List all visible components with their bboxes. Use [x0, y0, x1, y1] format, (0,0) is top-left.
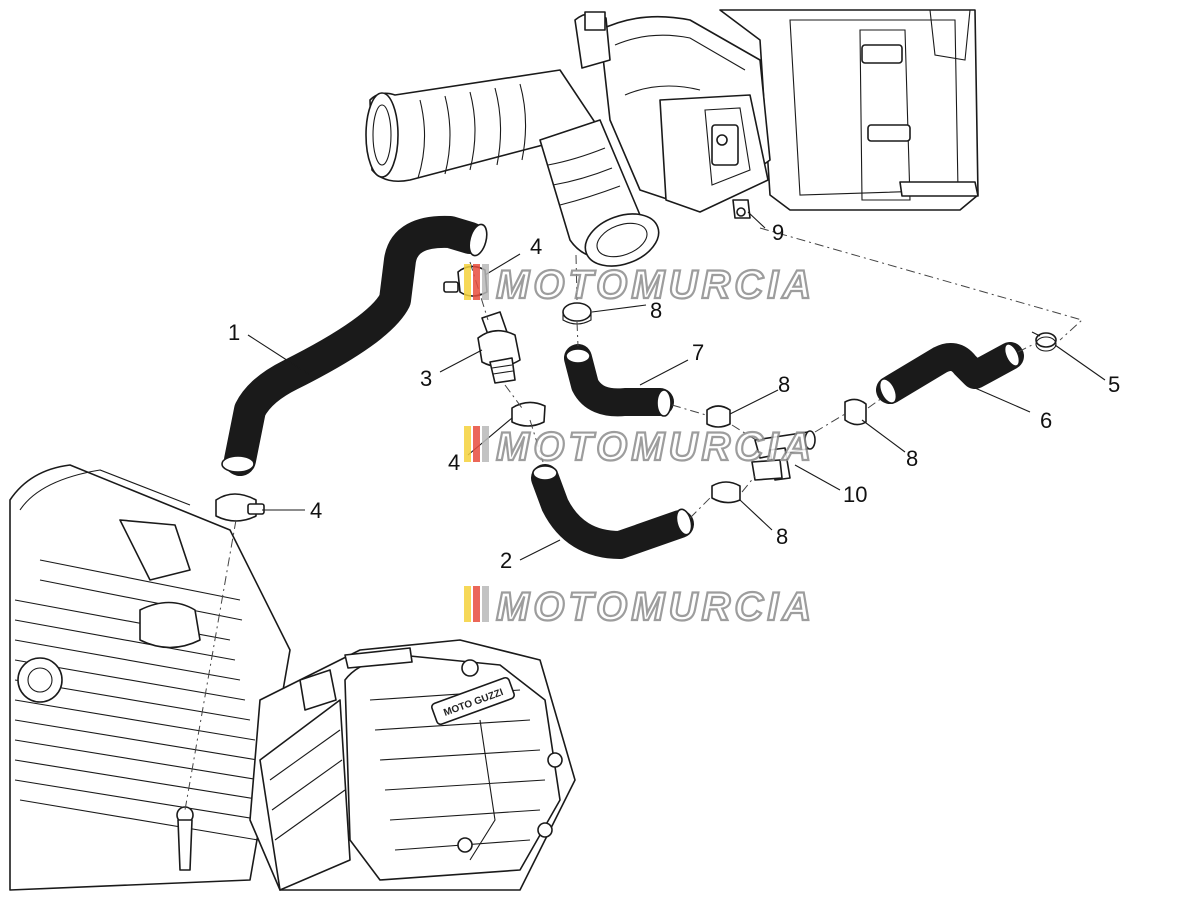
air-box-assembly: [365, 9, 979, 267]
part-8-clamp-lower[interactable]: [711, 481, 741, 504]
guide-line-clamp-8: [671, 404, 707, 416]
guide-line-clamp-5: [1017, 343, 1035, 353]
part-3-valve[interactable]: [477, 311, 521, 384]
callout-5: 5: [1108, 372, 1120, 397]
part-2-curved-hose[interactable]: [531, 464, 694, 559]
guide-line-engine: [184, 519, 237, 811]
watermark-text-top: MOTOMURCIA: [496, 263, 815, 307]
watermark-top: MOTOMURCIA: [464, 262, 815, 308]
guide-line-hose-6: [867, 397, 883, 409]
guide-line-tee-lower: [741, 475, 756, 493]
callout-2: 2: [500, 548, 512, 573]
callout-6: 6: [1040, 408, 1052, 433]
guide-line-throttle: [575, 254, 578, 301]
callout-8-upper: 8: [650, 298, 662, 323]
callout-4-top: 4: [530, 234, 542, 259]
guide-line-hose-2-end: [689, 495, 713, 519]
part-8-clamp-mid[interactable]: [706, 405, 731, 428]
guide-line-hose-2: [529, 419, 544, 463]
watermark-bottom: MOTOMURCIA: [464, 584, 815, 630]
callout-1: 1: [228, 320, 240, 345]
leader-lines: [247, 211, 1106, 561]
part-5-spring-clamp[interactable]: [1031, 331, 1057, 352]
callout-9: 9: [772, 220, 784, 245]
callout-10: 10: [843, 482, 867, 507]
part-4-clamp-bottom[interactable]: [215, 493, 265, 522]
callout-labels: 1 2 3 4 4 4 5 6 7 8 8 8 8 9 10: [228, 220, 1120, 573]
engine-assembly: [9, 464, 576, 891]
callout-4-middle: 4: [448, 450, 460, 475]
guide-line-tee: [731, 424, 757, 441]
part-8-clamp-upper[interactable]: [562, 302, 592, 325]
part-4-clamp-middle[interactable]: [511, 401, 546, 427]
callout-8-right: 8: [906, 446, 918, 471]
watermark-text-middle: MOTOMURCIA: [496, 425, 815, 469]
callout-8-mid: 8: [778, 372, 790, 397]
callout-8-lower: 8: [776, 524, 788, 549]
part-1-breather-hose[interactable]: [221, 215, 490, 476]
part-10-t-connector[interactable]: [751, 430, 816, 481]
guide-line-tee-right: [814, 413, 846, 433]
callout-3: 3: [420, 366, 432, 391]
part-7-elbow-hose[interactable]: [564, 344, 674, 417]
watermark-text-bottom: MOTOMURCIA: [496, 585, 815, 629]
guide-line-valve-lower: [504, 384, 523, 409]
part-8-clamp-right[interactable]: [844, 398, 867, 426]
guide-line-hose-7: [576, 321, 579, 347]
callout-4-bottom: 4: [310, 498, 322, 523]
part-6-hose[interactable]: [876, 342, 1024, 406]
callout-7: 7: [692, 340, 704, 365]
watermark-middle: MOTOMURCIA: [464, 424, 815, 470]
